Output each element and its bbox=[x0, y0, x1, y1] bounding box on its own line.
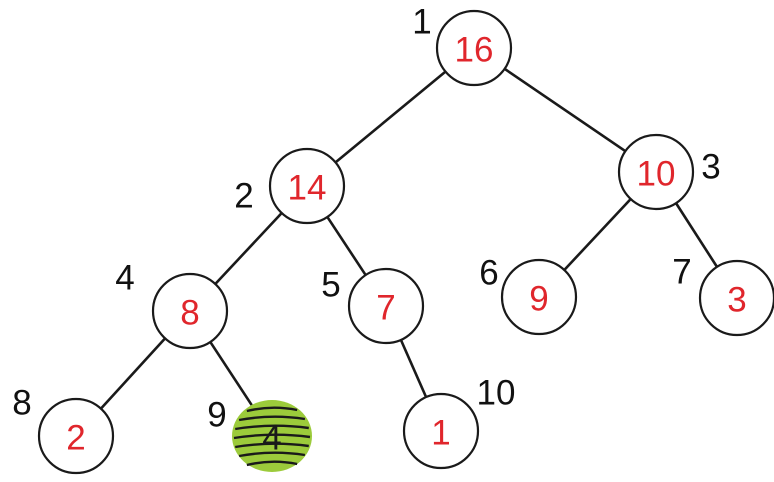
node-index-label: 2 bbox=[234, 177, 253, 216]
node-index-label: 10 bbox=[477, 374, 516, 413]
edge-4-8 bbox=[99, 337, 167, 410]
scribble-marks bbox=[233, 406, 311, 467]
node-value: 4 bbox=[262, 419, 281, 458]
node-circle bbox=[37, 397, 115, 475]
node-5: 7 bbox=[347, 267, 425, 345]
node-index-label: 7 bbox=[672, 253, 691, 292]
scribble-line bbox=[235, 442, 309, 449]
node-circle bbox=[617, 133, 695, 211]
scribble-line bbox=[235, 424, 309, 431]
node-index-label: 8 bbox=[12, 384, 31, 423]
edge-1-3 bbox=[503, 67, 627, 153]
node-1: 16 bbox=[435, 9, 513, 87]
node-index-label: 5 bbox=[321, 266, 340, 305]
edge-2-4 bbox=[214, 212, 283, 285]
node-circle bbox=[347, 267, 425, 345]
index-labels-layer: 1 2 3 4 5 6 7 8 9 10 bbox=[12, 3, 720, 435]
node-value: 7 bbox=[376, 289, 395, 328]
scribble-line bbox=[246, 460, 298, 467]
node-value: 1 bbox=[431, 414, 450, 453]
scribble-line bbox=[246, 406, 298, 413]
node-circle bbox=[268, 147, 346, 225]
edge-1-2 bbox=[334, 70, 447, 164]
node-8: 2 bbox=[37, 397, 115, 475]
node-circle bbox=[402, 392, 480, 470]
node-value: 9 bbox=[529, 280, 548, 319]
edge-5-10 bbox=[399, 339, 428, 398]
edge-4-9 bbox=[209, 341, 253, 406]
node-3: 10 bbox=[617, 133, 695, 211]
node-value: 2 bbox=[66, 419, 85, 458]
node-index-label: 9 bbox=[207, 396, 226, 435]
node-value: 3 bbox=[727, 281, 746, 320]
node-10: 1 bbox=[402, 392, 480, 470]
edges-layer bbox=[99, 67, 719, 410]
node-circle bbox=[151, 272, 229, 350]
node-circle bbox=[698, 259, 774, 337]
nodes-layer: 16 14 10 8 7 9 3 2 4 1 bbox=[37, 9, 774, 475]
node-value: 16 bbox=[455, 31, 494, 70]
edge-2-5 bbox=[326, 216, 367, 276]
node-index-label: 6 bbox=[479, 254, 498, 293]
node-index-label: 3 bbox=[701, 148, 720, 187]
scribble-line bbox=[233, 433, 311, 440]
node-circle bbox=[435, 9, 513, 87]
edge-3-7 bbox=[674, 202, 719, 268]
node-circle bbox=[500, 258, 578, 336]
edge-3-6 bbox=[563, 198, 632, 271]
scribble-line bbox=[238, 415, 306, 422]
node-4: 8 bbox=[151, 272, 229, 350]
node-9: 4 bbox=[232, 400, 312, 472]
node-6: 9 bbox=[500, 258, 578, 336]
node-index-label: 1 bbox=[412, 3, 431, 42]
scribble-line bbox=[238, 451, 306, 458]
node-2: 14 bbox=[268, 147, 346, 225]
node-value: 8 bbox=[180, 294, 199, 333]
node-value: 14 bbox=[288, 169, 327, 208]
node-index-label: 4 bbox=[115, 259, 134, 298]
node-value: 10 bbox=[637, 155, 676, 194]
node-7: 3 bbox=[698, 259, 774, 337]
